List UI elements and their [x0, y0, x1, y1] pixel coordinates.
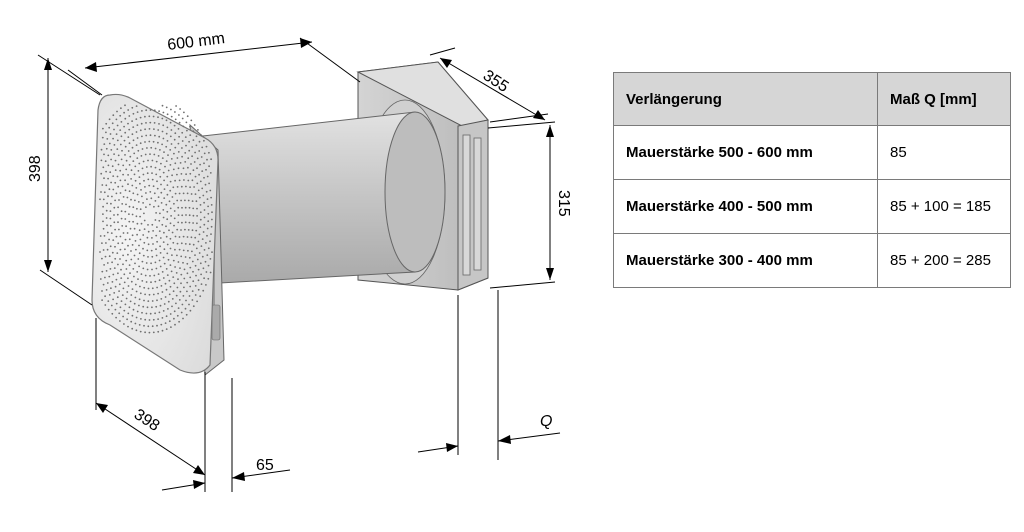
- dim-width-bottom: 398: [131, 406, 163, 435]
- front-panel: [91, 93, 219, 374]
- wall-thickness-cell: Mauerstärke 500 - 600 mm: [613, 125, 878, 180]
- dim-height-right: 315: [555, 190, 572, 217]
- dim-height-left: 398: [27, 155, 44, 182]
- dim-extension-q: Q: [540, 413, 552, 430]
- table-header-row: Verlängerung Maß Q [mm]: [613, 72, 1011, 126]
- ventilation-unit-drawing: 600 mm 355 398 315 398 65 Q: [27, 30, 572, 492]
- table-row: Mauerstärke 500 - 600 mm 85: [613, 125, 1011, 180]
- q-value-cell: 85 + 200 = 285: [877, 233, 1011, 288]
- q-value-cell: 85: [877, 125, 1011, 180]
- q-value-cell: 85 + 100 = 185: [877, 179, 1011, 234]
- dim-panel-depth: 65: [256, 457, 274, 474]
- header-extension: Verlängerung: [613, 72, 878, 126]
- panel-perforation: [99, 104, 213, 334]
- tube-body: [184, 111, 446, 286]
- wall-thickness-cell: Mauerstärke 400 - 500 mm: [613, 179, 878, 234]
- table-row: Mauerstärke 300 - 400 mm 85 + 200 = 285: [613, 233, 1011, 288]
- dim-depth-top: 355: [480, 67, 512, 96]
- dimension-lines: [37, 37, 561, 492]
- spec-table: Verlängerung Maß Q [mm] Mauerstärke 500 …: [613, 72, 1011, 288]
- header-dimension-q: Maß Q [mm]: [877, 72, 1011, 126]
- dim-width-top: 600 mm: [166, 30, 225, 54]
- wall-thickness-cell: Mauerstärke 300 - 400 mm: [613, 233, 878, 288]
- dimension-arrows: [44, 38, 554, 489]
- table-row: Mauerstärke 400 - 500 mm 85 + 100 = 185: [613, 179, 1011, 234]
